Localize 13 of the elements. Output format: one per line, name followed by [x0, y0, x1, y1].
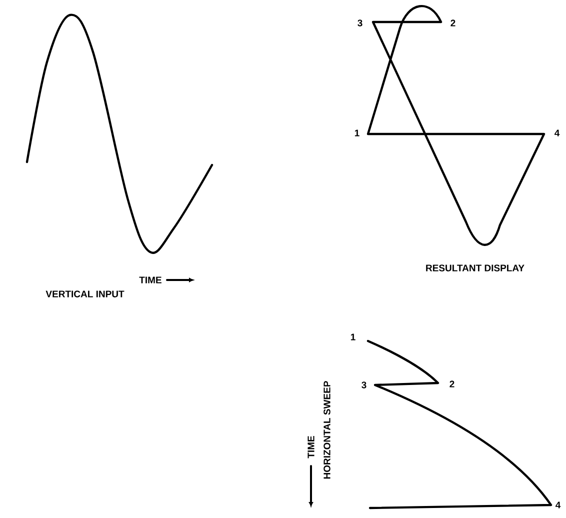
caption: RESULTANT DISPLAY	[426, 264, 524, 272]
point-label: 2	[450, 380, 454, 388]
point-label: 2	[450, 20, 456, 26]
point-label: 3	[362, 382, 366, 388]
caption: VERTICAL INPUT	[46, 290, 124, 298]
axis-label: TIME	[308, 436, 314, 458]
axis-label: TIME	[139, 276, 162, 284]
point-label: 4	[556, 502, 561, 508]
point-label: 1	[354, 130, 360, 136]
point-label: 4	[554, 130, 560, 136]
axis-label: HORIZONTAL SWEEP	[324, 381, 330, 479]
point-label: 1	[350, 334, 356, 340]
point-label: 3	[358, 20, 362, 26]
